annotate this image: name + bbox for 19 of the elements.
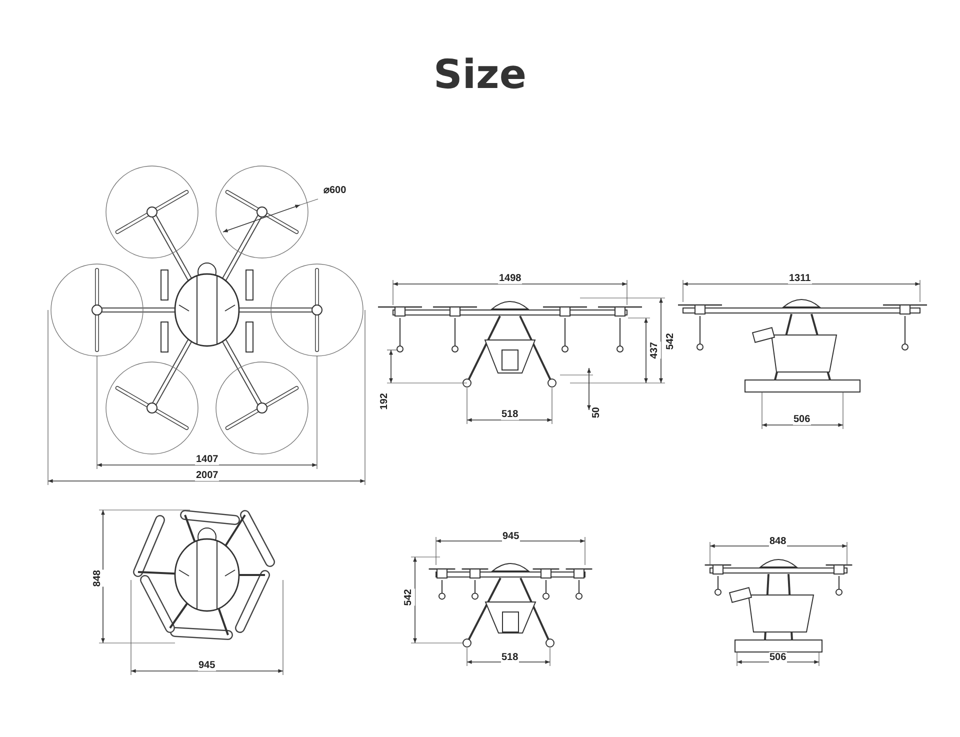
dimension-label: 518 [500, 408, 520, 420]
dimension-label: 50 [590, 406, 602, 418]
dimension-label: 1407 [195, 454, 220, 464]
dimension-label: 848 [90, 570, 104, 586]
dimension-label: 506 [792, 414, 812, 424]
dimension-label: 2007 [195, 470, 220, 480]
dimension-label: 542 [664, 332, 676, 350]
dimension-label: 945 [502, 530, 520, 542]
dimension-label: ⌀600 [322, 184, 348, 196]
dimension-label: 437 [648, 342, 660, 358]
dimension-label: 192 [378, 392, 390, 410]
dimension-label: 848 [768, 536, 788, 546]
dimension-label: 518 [500, 652, 520, 662]
dimension-label: 1498 [498, 272, 522, 284]
dimension-label: 945 [198, 660, 216, 670]
dimension-label: 1311 [788, 272, 812, 284]
dimension-label: 506 [768, 652, 788, 662]
page-title: Size [432, 51, 528, 100]
dimension-label: 542 [402, 588, 414, 606]
